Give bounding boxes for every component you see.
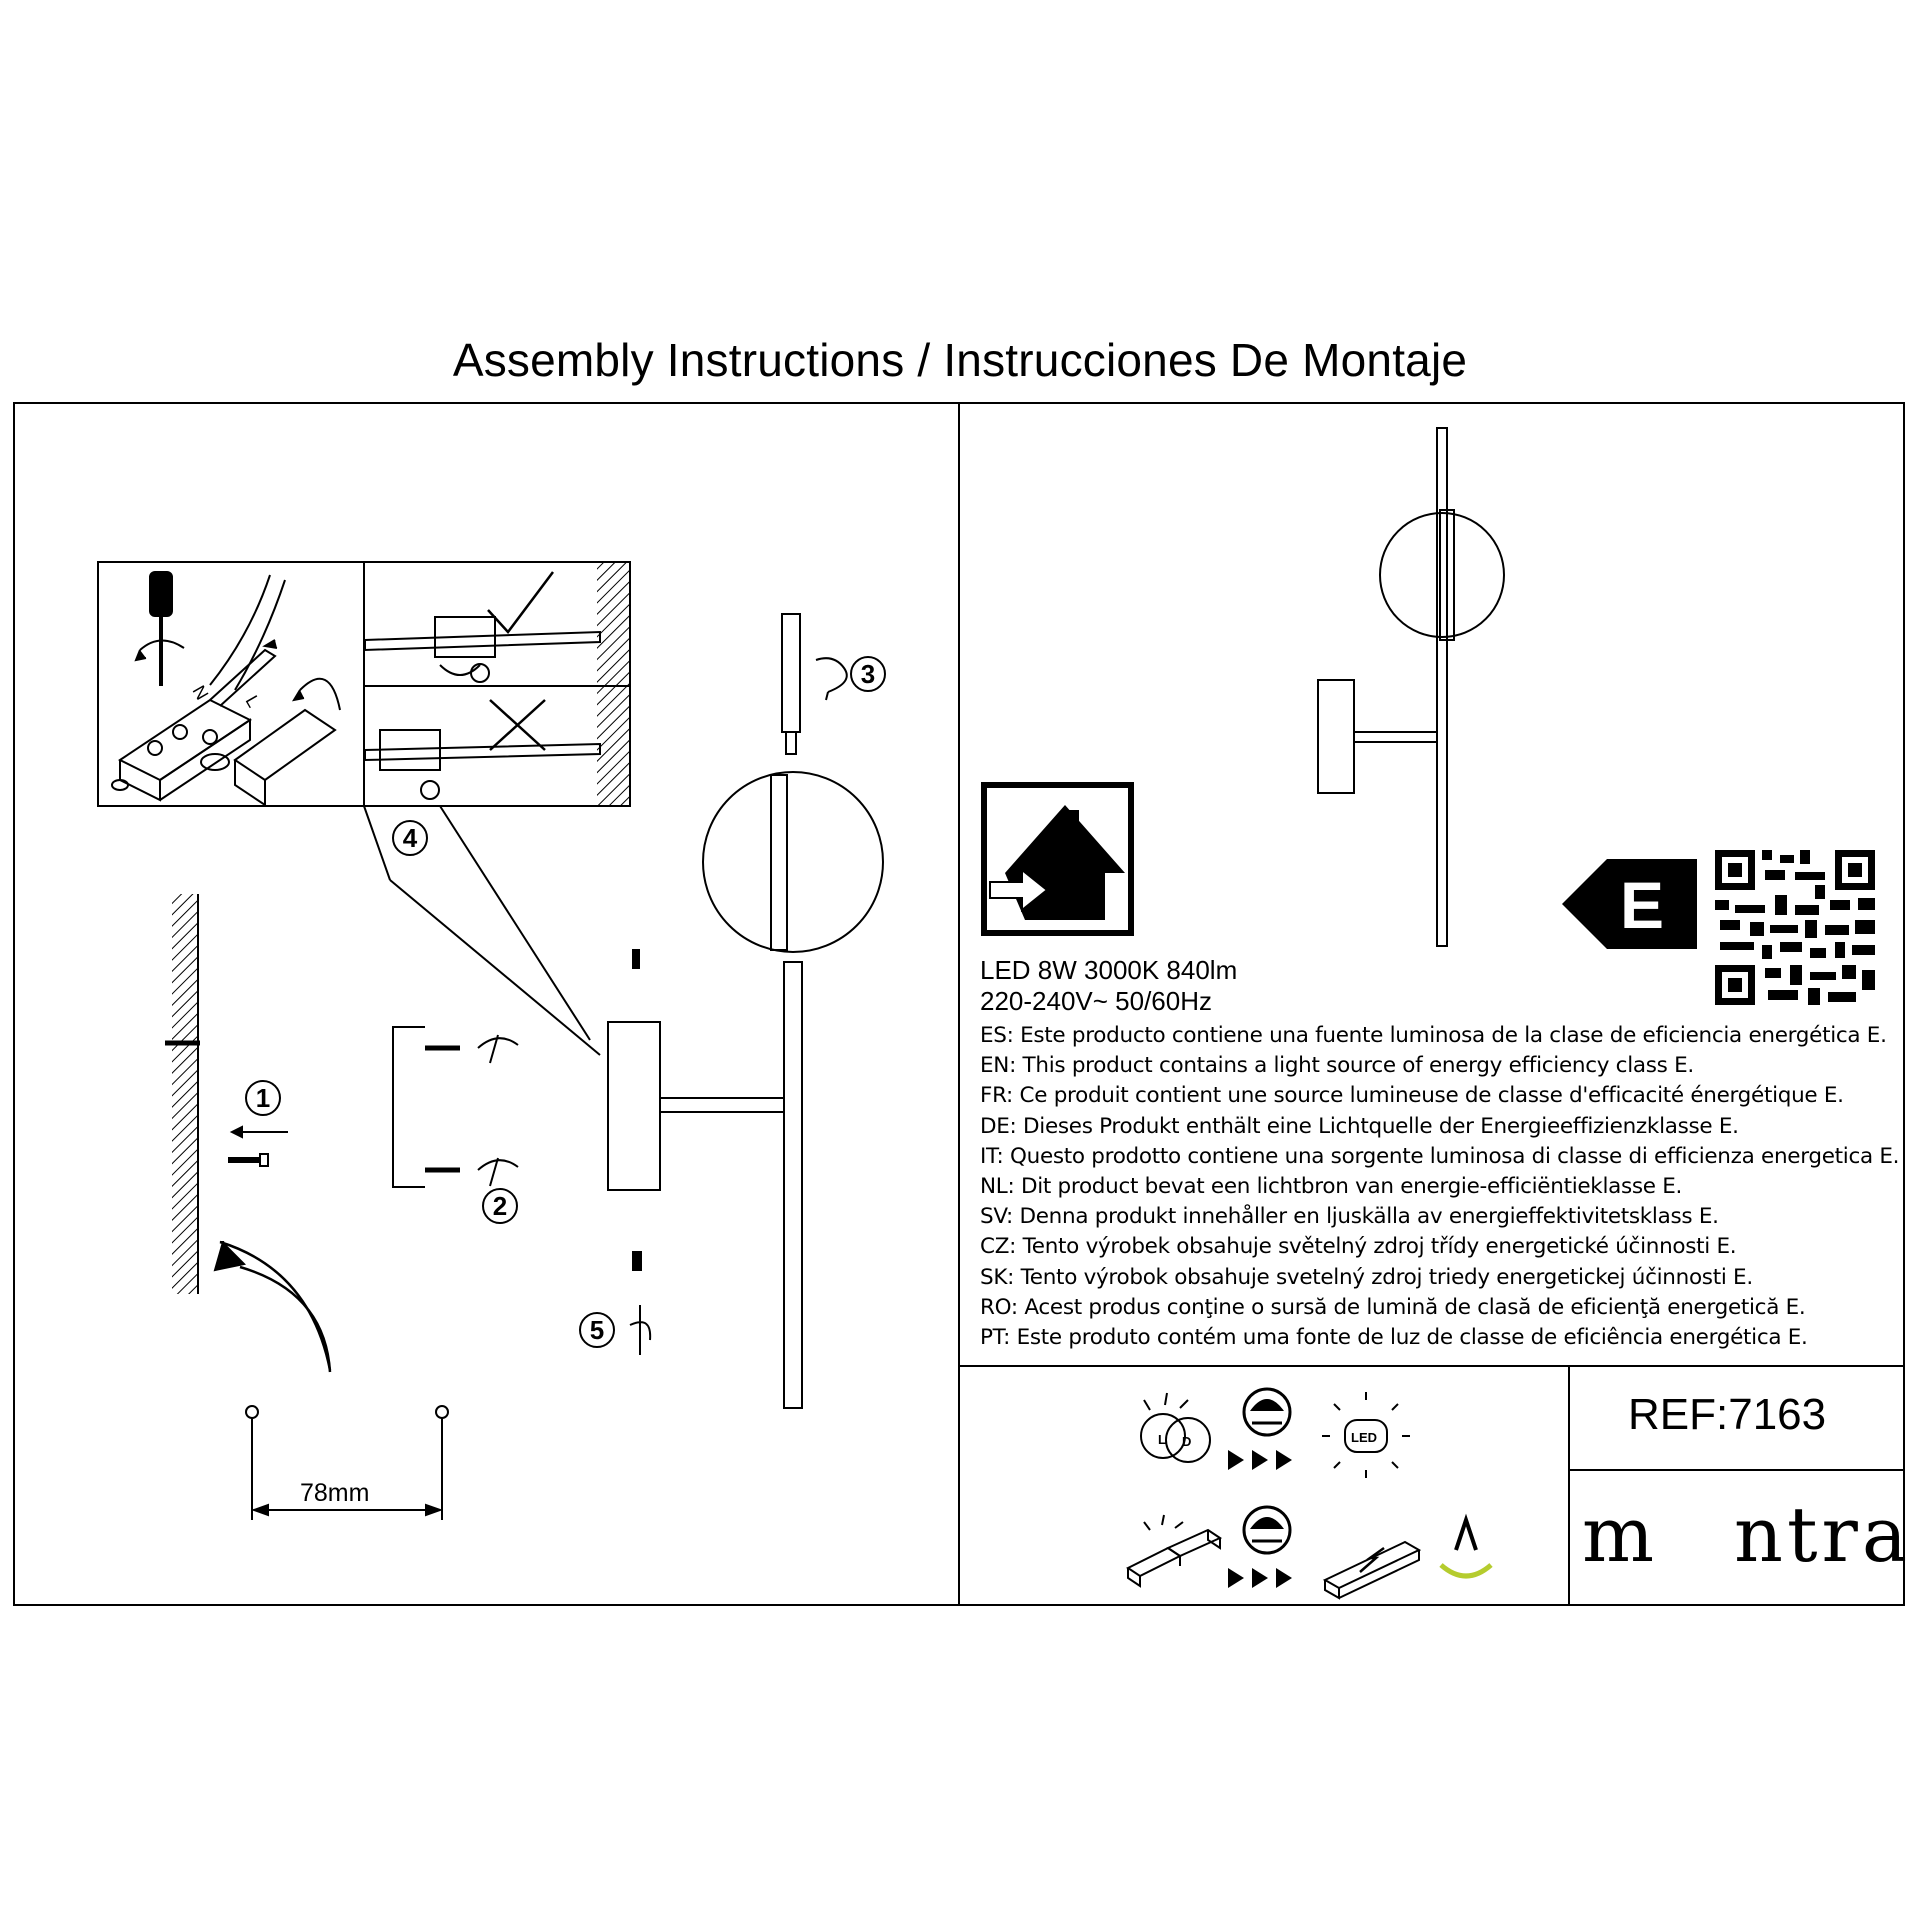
- energy-statements: ES: Este producto contiene una fuente lu…: [980, 1021, 1900, 1353]
- energy-statement: IT: Questo prodotto contiene una sorgent…: [980, 1143, 1900, 1169]
- junction-box-detail: [364, 562, 630, 806]
- spec-line-power: LED 8W 3000K 840lm: [980, 955, 1238, 985]
- fixture-side-view: [1317, 427, 1505, 947]
- energy-statement: DE: Dieses Produkt enthält eine Lichtque…: [980, 1113, 1739, 1139]
- energy-statement: SV: Denna produkt innehåller en ljuskäll…: [980, 1204, 1719, 1230]
- svg-text:L: L: [1158, 1432, 1166, 1447]
- energy-statement: CZ: Tento výrobek obsahuje světelný zdro…: [980, 1234, 1737, 1260]
- dimension-line: [245, 1405, 449, 1520]
- energy-statement: EN: This product contains a light source…: [980, 1053, 1694, 1079]
- led-badge-label: LED: [1351, 1430, 1377, 1445]
- energy-statement: PT: Este produto contém uma fonte de luz…: [980, 1325, 1808, 1351]
- mounting-bracket: [392, 1026, 519, 1188]
- step-3-number: 3: [860, 659, 876, 689]
- step-2-number: 2: [492, 1191, 508, 1221]
- broken-driver-icon: [1126, 1514, 1223, 1588]
- spec-line-voltage: 220-240V~ 50/60Hz: [980, 986, 1213, 1016]
- next-step-arrows: [1228, 1450, 1292, 1588]
- mounting-distance-label: 78mm: [300, 1479, 370, 1507]
- indoor-use-icon: [981, 782, 1134, 936]
- wall-section: [165, 894, 332, 1373]
- technician-icon: [1242, 1387, 1292, 1437]
- brand-caret-icon: [1454, 1513, 1478, 1551]
- wiring-detail-box: N L: [97, 561, 631, 807]
- detail-leader: [363, 805, 601, 1056]
- brand-smile-icon: [1439, 1563, 1493, 1579]
- energy-statement: ES: Este producto contiene una fuente lu…: [980, 1023, 1887, 1048]
- panel-dividers: [958, 403, 1904, 1605]
- brand-logo-suffix: ntra: [1734, 1490, 1912, 1579]
- energy-statement: FR: Ce produit contient une source lumin…: [980, 1083, 1844, 1109]
- page-title: Assembly Instructions / Instrucciones De…: [452, 334, 1468, 386]
- energy-statement: SK: Tento výrobok obsahuje svetelný zdro…: [980, 1264, 1753, 1290]
- energy-statement: RO: Acest produs conţine o sursă de lumi…: [980, 1294, 1806, 1320]
- led-icon: [1322, 1392, 1410, 1478]
- broken-led-icon: L D: [1140, 1392, 1211, 1463]
- qr-code-icon: [1715, 850, 1875, 1005]
- energy-class-letter: E: [1620, 868, 1664, 942]
- energy-statement: NL: Dit product bevat een lichtbron van …: [980, 1174, 1683, 1200]
- svg-text:D: D: [1182, 1434, 1191, 1449]
- step-circles: [245, 656, 886, 1348]
- energy-class-arrow-icon: [1562, 859, 1697, 949]
- technician-icon-2: [1242, 1505, 1292, 1555]
- terminal-block-icon: [111, 574, 341, 807]
- brand-logo: mantra m ntra: [1582, 1490, 1907, 1590]
- step-1-number: 1: [255, 1083, 271, 1113]
- brand-logo-prefix: m: [1582, 1490, 1659, 1579]
- driver-icon: [1322, 1540, 1422, 1600]
- screwdriver-icon: [134, 571, 185, 686]
- electrical-specs: LED 8W 3000K 840lm 220-240V~ 50/60Hz: [980, 955, 1237, 1017]
- step-4-number: 4: [402, 823, 418, 853]
- step-5-number: 5: [589, 1315, 605, 1345]
- fixture-assembly: [607, 613, 884, 1409]
- product-reference: REF:7163: [1628, 1390, 1827, 1439]
- live-label: L: [242, 692, 264, 711]
